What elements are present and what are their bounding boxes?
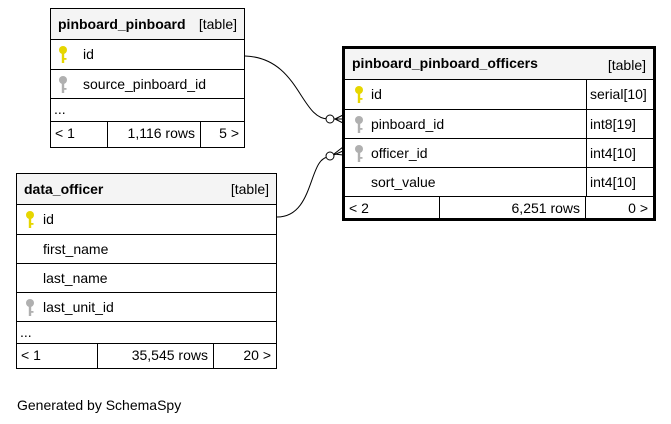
table-name: pinboard_pinboard_officers — [352, 55, 538, 71]
column-row[interactable]: first_name — [17, 235, 276, 264]
column-name: ... — [54, 101, 66, 117]
column-row[interactable]: id — [17, 205, 276, 235]
column-row-ellipsis: ... — [17, 322, 276, 344]
primary-key-icon — [355, 86, 363, 103]
column-row[interactable]: id serial[10] — [345, 80, 653, 110]
parents-count[interactable]: < 1 — [21, 347, 41, 363]
table-footer: < 1 1,116 rows 5 > — [51, 122, 244, 147]
column-row[interactable]: pinboard_id int8[19] — [345, 110, 653, 139]
column-name: ... — [20, 324, 32, 340]
column-name: sort_value — [371, 174, 436, 190]
connector-optional-marker — [325, 151, 335, 161]
table-footer: < 2 6,251 rows 0 > — [345, 197, 653, 221]
column-row[interactable]: id — [51, 40, 244, 70]
foreign-key-icon — [355, 145, 363, 162]
column-row[interactable]: last_unit_id — [17, 293, 276, 322]
table-footer: < 1 35,545 rows 20 > — [17, 344, 276, 368]
column-row-ellipsis: ... — [51, 99, 244, 122]
column-name: source_pinboard_id — [83, 76, 206, 92]
foreign-key-icon — [26, 299, 34, 316]
row-count: 35,545 rows — [97, 344, 213, 368]
table-header: pinboard_pinboard [table] — [51, 9, 244, 40]
table-data-officer[interactable]: data_officer [table] id first_name last_… — [16, 173, 277, 369]
column-type: int4[10] — [586, 168, 653, 196]
parents-count[interactable]: < 1 — [55, 125, 75, 141]
column-name: first_name — [43, 241, 109, 257]
connector-pinboard-to-officers — [244, 55, 343, 120]
table-kind: [table] — [198, 16, 237, 32]
column-row[interactable]: officer_id int4[10] — [345, 139, 653, 168]
column-type: serial[10] — [586, 80, 653, 109]
column-row[interactable]: last_name — [17, 264, 276, 293]
column-name: id — [371, 86, 382, 102]
table-header: data_officer [table] — [17, 174, 276, 205]
column-type: int8[19] — [586, 110, 653, 138]
column-row[interactable]: source_pinboard_id — [51, 70, 244, 99]
column-row[interactable]: sort_value int4[10] — [345, 168, 653, 197]
connector-crowfoot — [333, 146, 344, 156]
connector-crowfoot — [334, 114, 344, 124]
primary-key-icon — [59, 46, 67, 63]
table-pinboard-pinboard-officers[interactable]: pinboard_pinboard_officers [table] id se… — [342, 46, 656, 221]
table-pinboard-pinboard[interactable]: pinboard_pinboard [table] id source_pinb… — [50, 8, 245, 148]
table-name: pinboard_pinboard — [58, 16, 186, 32]
children-count[interactable]: 0 > — [585, 197, 653, 221]
column-name: id — [43, 211, 54, 227]
foreign-key-icon — [355, 116, 363, 133]
column-name: last_name — [43, 270, 108, 286]
column-name: officer_id — [371, 145, 428, 161]
connector-optional-marker — [325, 114, 335, 124]
children-count[interactable]: 20 > — [213, 344, 276, 368]
column-name: last_unit_id — [43, 299, 114, 315]
generated-by-note: Generated by SchemaSpy — [17, 397, 182, 413]
column-name: id — [83, 46, 94, 62]
table-name: data_officer — [24, 181, 104, 197]
column-type: int4[10] — [586, 139, 653, 167]
row-count: 1,116 rows — [107, 122, 200, 147]
table-header: pinboard_pinboard_officers [table] — [345, 49, 653, 80]
table-kind: [table] — [607, 57, 646, 73]
parents-count[interactable]: < 2 — [349, 200, 369, 216]
row-count: 6,251 rows — [439, 197, 585, 221]
connector-officer-to-officers — [276, 150, 344, 218]
column-name: pinboard_id — [371, 116, 445, 132]
table-kind: [table] — [230, 181, 269, 197]
children-count[interactable]: 5 > — [200, 122, 244, 147]
foreign-key-icon — [59, 76, 67, 93]
primary-key-icon — [26, 211, 34, 228]
